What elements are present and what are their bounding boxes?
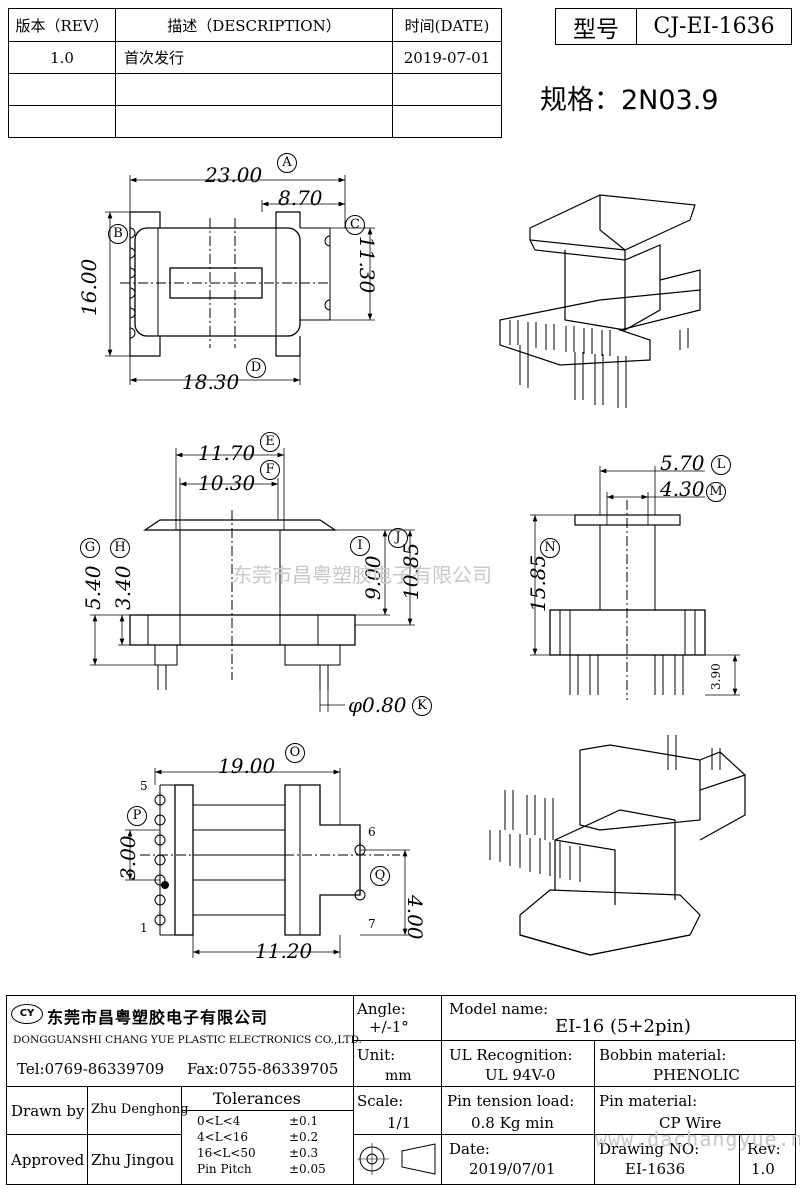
tol-range: Pin Pitch: [197, 1162, 252, 1176]
rev-cell: [8, 105, 116, 138]
tol-range: 16<L<50: [197, 1146, 256, 1160]
tension-label: Pin tension load:: [447, 1092, 575, 1110]
dim-h: 3.40: [111, 565, 135, 610]
dim-1120: 11.20: [255, 939, 313, 963]
tel: Tel:0769-86339709: [17, 1060, 165, 1078]
unit-label: Unit:: [357, 1046, 396, 1064]
dim-k: φ0.80: [348, 693, 407, 717]
pin-6: 6: [368, 825, 376, 839]
model-box: 型号 CJ-EI-1636: [555, 8, 792, 45]
bottom-view: 19.00 3.00 4.00 11.20 5 1 6 7: [116, 754, 427, 963]
projection-symbol: [357, 1143, 436, 1175]
dim-a: 23.00: [204, 163, 263, 187]
dim-n: 15.85: [526, 555, 550, 612]
side-view: 5.70 4.30 15.85 3.90: [526, 451, 740, 700]
rev-header: 版本（REV）: [8, 8, 116, 42]
pin-material-value: CP Wire: [659, 1114, 722, 1132]
angle-value: +/-1°: [369, 1018, 409, 1036]
unit-value: mm: [385, 1068, 412, 1084]
dim-m: 4.30: [659, 477, 705, 501]
date-cell: [392, 105, 502, 138]
model-name-value: EI-16 (5+2pin): [555, 1016, 691, 1037]
tension-value: 0.8 Kg min: [471, 1114, 554, 1132]
pin-material-label: Pin material:: [599, 1092, 698, 1110]
top-view: 23.00 8.70 16.00 11.30 18.30: [77, 163, 379, 394]
drawing-no-value: EI-1636: [625, 1160, 686, 1178]
model-label: 型号: [556, 9, 637, 44]
model-name-label: Model name:: [449, 1000, 549, 1018]
iso-view-top: [499, 194, 701, 408]
scale-value: 1/1: [387, 1114, 412, 1132]
revision-table: 版本（REV） 描述（DESCRIPTION） 时间(DATE) 1.0 首次发…: [8, 8, 502, 138]
title-block: CY 东莞市昌粤塑胶电子有限公司 DONGGUANSHI CHANG YUE P…: [6, 995, 796, 1185]
pin-5: 5: [140, 779, 148, 793]
tol-range: 4<L<16: [197, 1130, 248, 1144]
tol-range: 0<L<4: [197, 1114, 241, 1128]
ul-value: UL 94V-0: [485, 1066, 556, 1084]
tolerances-label: Tolerances: [213, 1089, 301, 1108]
pin-7: 7: [368, 917, 376, 931]
dim-g: 5.40: [81, 565, 105, 610]
fax: Fax:0755-86339705: [187, 1060, 339, 1078]
dim-b: 16.00: [77, 258, 101, 316]
drawn-by-label: Drawn by: [11, 1102, 85, 1120]
dim-o: 19.00: [218, 754, 276, 778]
bobbin-value: PHENOLIC: [653, 1066, 740, 1084]
front-view: 11.70 10.30 5.40 3.40 9.00 10.85 φ0.80: [81, 441, 423, 717]
rev-cell: [8, 73, 116, 106]
dim-p: 3.00: [116, 835, 140, 880]
angle-label: Angle:: [357, 1000, 406, 1018]
dim-e: 11.70: [198, 441, 256, 465]
date-cell: [392, 73, 502, 106]
desc-cell: [115, 105, 393, 138]
tolerance-ranges: 0<L<4 4<L<16 16<L<50 Pin Pitch: [197, 1113, 256, 1177]
company-name-en: DONGGUANSHI CHANG YUE PLASTIC ELECTRONIC…: [13, 1034, 362, 1046]
ul-label: UL Recognition:: [449, 1046, 573, 1064]
technical-drawing: 23.00 8.70 16.00 11.30 18.30: [77, 163, 746, 963]
iso-view-bottom: [489, 735, 746, 956]
date-value: 2019/07/01: [469, 1160, 556, 1178]
dim-870: 8.70: [278, 186, 323, 210]
tolerance-values: ±0.1 ±0.2 ±0.3 ±0.05: [289, 1113, 326, 1177]
tol-value: ±0.3: [289, 1146, 319, 1160]
approved-label: Approved: [11, 1151, 85, 1169]
approved-value: Zhu Jingou: [91, 1151, 175, 1169]
rev-label: Rev:: [747, 1140, 781, 1158]
spec-text: 规格：2N03.9: [540, 85, 719, 116]
tol-value: ±0.05: [289, 1162, 326, 1176]
dim-i: 9.00: [361, 555, 385, 600]
dim-j: 10.85: [399, 543, 423, 600]
tol-value: ±0.2: [289, 1130, 319, 1144]
dim-q: 4.00: [403, 894, 427, 940]
dim-l: 5.70: [660, 451, 705, 475]
dim-f: 10.30: [198, 471, 256, 495]
watermark: 东莞市昌粤塑胶电子有限公司: [232, 563, 492, 587]
model-value: CJ-EI-1636: [653, 14, 775, 39]
scale-label: Scale:: [357, 1092, 404, 1110]
tol-value: ±0.1: [289, 1114, 319, 1128]
bobbin-label: Bobbin material:: [599, 1046, 727, 1064]
date-label: Date:: [449, 1140, 490, 1158]
company-logo: CY: [11, 1004, 43, 1024]
drawing-no-label: Drawing NO:: [599, 1140, 700, 1158]
drawn-by-value: Zhu Denghong: [91, 1102, 189, 1117]
watermark-url: www.dachangyue.net: [595, 1127, 800, 1151]
rev-value: 1.0: [751, 1160, 775, 1178]
date-cell: 2019-07-01: [392, 41, 502, 74]
dim-d: 18.30: [182, 370, 240, 394]
dim-390: 3.90: [709, 663, 723, 690]
rev-cell: 1.0: [8, 41, 116, 74]
desc-header: 描述（DESCRIPTION）: [115, 8, 393, 42]
company-name-cn: 东莞市昌粤塑胶电子有限公司: [47, 1008, 269, 1027]
dim-c: 11.30: [355, 236, 379, 294]
pin-1: 1: [140, 921, 148, 935]
